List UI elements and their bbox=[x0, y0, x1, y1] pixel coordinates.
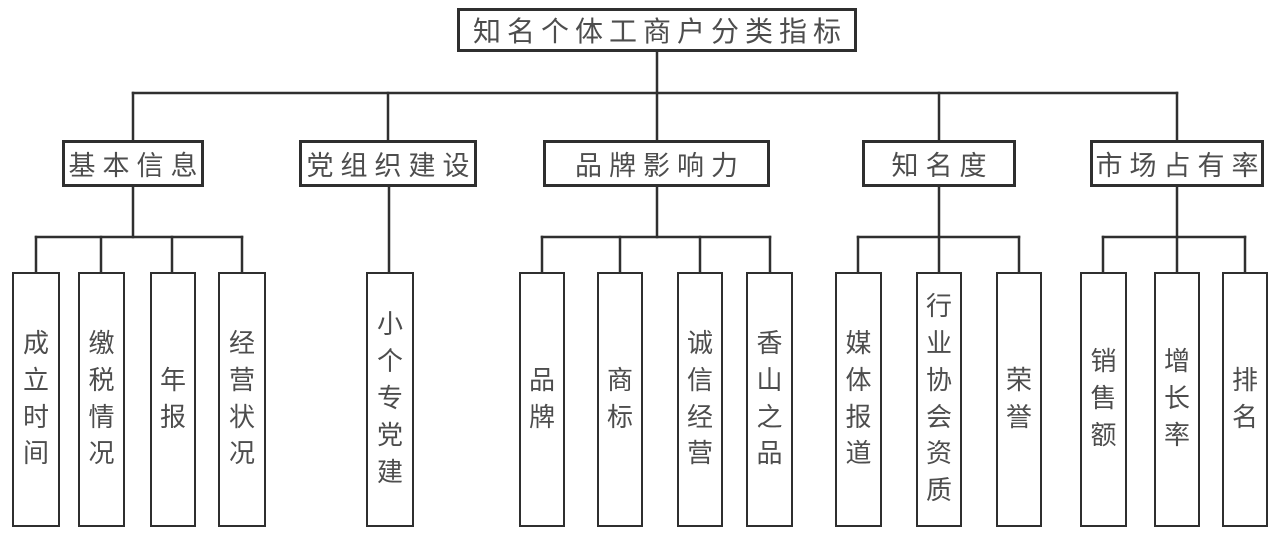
child-node-trademark: 商标 bbox=[597, 272, 643, 527]
child-node-annual-report: 年报 bbox=[150, 272, 196, 527]
child-node-sales-volume: 销售额 bbox=[1080, 272, 1127, 527]
group-node-market-share: 市场占有率 bbox=[1090, 140, 1264, 187]
child-node-brand: 品牌 bbox=[519, 272, 565, 527]
group-node-brand-influence: 品牌影响力 bbox=[543, 140, 770, 187]
child-node-operating-status: 经营状况 bbox=[218, 272, 266, 527]
child-node-tax-payment-status: 缴税情况 bbox=[78, 272, 125, 527]
child-node-founding-time: 成立时间 bbox=[12, 272, 60, 527]
child-node-growth-rate: 增长率 bbox=[1154, 272, 1200, 527]
child-node-ranking: 排名 bbox=[1222, 272, 1268, 527]
child-node-media-coverage: 媒体报道 bbox=[835, 272, 882, 527]
child-node-xiangshan-products: 香山之品 bbox=[746, 272, 793, 527]
group-node-basic-info: 基本信息 bbox=[62, 140, 204, 187]
group-node-fame: 知名度 bbox=[862, 140, 1016, 187]
child-node-honors: 荣誉 bbox=[996, 272, 1042, 527]
child-node-honest-operation: 诚信经营 bbox=[677, 272, 723, 527]
child-node-small-individual-party-building: 小个专党建 bbox=[366, 272, 414, 527]
child-node-industry-association-qualification: 行业协会资质 bbox=[916, 272, 962, 527]
root-node-classification-indicators: 知名个体工商户分类指标 bbox=[457, 8, 857, 52]
group-node-party-organization-building: 党组织建设 bbox=[299, 140, 477, 187]
